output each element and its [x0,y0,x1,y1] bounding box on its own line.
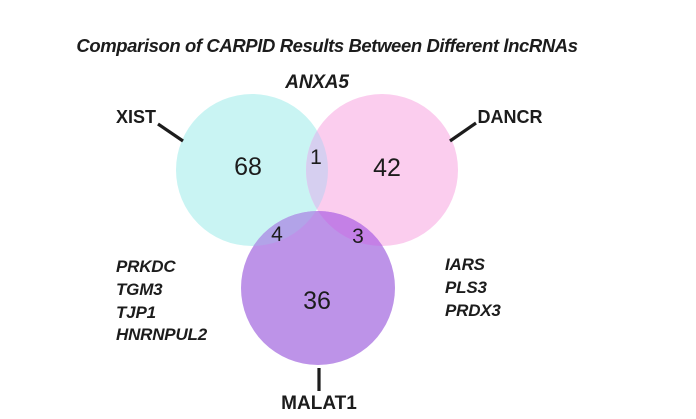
gene-pls3: PLS3 [445,278,487,297]
xist-malat1-overlap-count: 4 [271,223,283,246]
xist-malat1-gene-list: PRKDC TGM3 TJP1 HNRNPUL2 [116,257,208,344]
dancr-callout-line [449,121,477,143]
xist-callout-line [157,122,184,143]
gene-tgm3: TGM3 [116,280,163,299]
dancr-label: DANCR [478,107,543,127]
xist-label: XIST [116,107,156,127]
gene-hnrnpul2: HNRNPUL2 [116,325,208,344]
malat1-circle [241,211,395,365]
gene-prkdc: PRKDC [116,257,176,276]
xist-dancr-gene-anxa5: ANXA5 [284,72,349,93]
xist-unique-count: 68 [234,153,262,181]
xist-circle [176,94,328,246]
dancr-malat1-overlap-count: 3 [352,225,364,248]
malat1-unique-count: 36 [303,287,331,315]
gene-tjp1: TJP1 [116,303,156,322]
dancr-circle [306,94,458,246]
gene-iars: IARS [445,255,486,274]
xist-dancr-overlap-count: 1 [310,146,322,169]
figure-title: Comparison of CARPID Results Between Dif… [76,35,577,56]
gene-prdx3: PRDX3 [445,301,501,320]
dancr-malat1-gene-list: IARS PLS3 PRDX3 [445,255,502,320]
dancr-unique-count: 42 [373,154,401,182]
malat1-label: MALAT1 [281,393,357,414]
